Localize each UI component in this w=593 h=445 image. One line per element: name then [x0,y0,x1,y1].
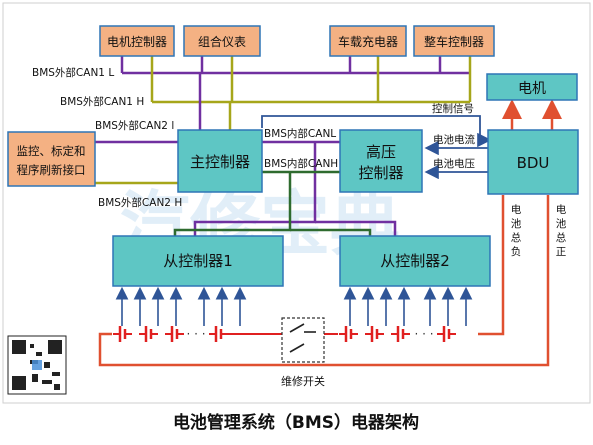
can1-l-label: BMS外部CAN1 L [32,66,114,79]
internal-canh-to-slave1 [173,172,292,236]
battery-current-label: 电池电流 [433,133,475,146]
maintenance-switch-label: 维修开关 [281,374,325,388]
internal-canh-label: BMS内部CANH [264,157,338,170]
onboard-charger-label: 车载充电器 [338,34,398,49]
onboard-charger-box [329,25,407,57]
control-signal-label: 控制信号 [432,102,474,115]
battery-cells: · · · · · · [113,286,473,342]
battery-negative-wire [478,195,505,336]
page-title: 电池管理系统（BMS）电器架构 [173,412,419,433]
instrument-cluster-label: 组合仪表 [198,34,246,49]
hv-controller-line2: 控制器 [358,164,403,182]
monitor-interface-line2: 程序刷新接口 [17,163,86,177]
control-signal-line [261,115,492,148]
can2-l-label: BMS外部CAN2 l [95,119,174,132]
motor-controller-box [99,25,175,57]
bdu-pos-char-3: 总 [556,231,567,244]
can1-h-label: BMS外部CAN1 H [60,95,144,108]
maintenance-switch-blade [289,323,305,333]
qr-code-image [7,335,67,395]
bdu-neg-char-1: 电 [511,203,522,216]
internal-canl-to-slave2 [315,220,397,236]
monitor-interface-line1: 监控、标定和 [17,144,86,158]
monitor-interface-box [7,131,96,187]
slave-controller-2-label: 从控制器2 [380,252,450,270]
motor-label: 电机 [518,81,546,97]
vehicle-controller-box [413,25,495,57]
maintenance-switch-blade-2 [289,343,305,353]
internal-canh-to-slave2 [290,228,372,236]
main-controller-label: 主控制器 [190,153,250,171]
slave-controller-1-box [112,235,284,287]
bdu-pos-char-2: 池 [556,217,567,230]
battery-positive-wire [98,195,550,367]
slave-controller-1-label: 从控制器1 [163,252,233,270]
bdu-neg-char-4: 负 [511,245,522,258]
vehicle-controller-label: 整车控制器 [424,34,484,49]
cell-ellipsis: · · · [186,327,205,341]
bdu-pos-char-4: 正 [556,246,567,258]
instrument-cluster-box [183,25,261,57]
bdu-box [487,129,579,195]
bdu-neg-char-2: 池 [511,217,522,230]
bdu-label: BDU [517,154,550,172]
motor-controller-label: 电机控制器 [107,35,167,49]
diagram-frame [2,2,591,404]
battery-voltage-label: 电池电压 [433,157,475,170]
hv-controller-line1: 高压 [366,143,396,161]
internal-canl-label: BMS内部CANL [264,127,336,140]
bdu-neg-char-3: 总 [511,231,522,244]
bdu-pos-char-1: 电 [556,203,567,216]
main-controller-box [177,129,263,193]
cell-ellipsis: · · · [414,327,433,341]
can2-h-label: BMS外部CAN2 H [98,196,182,209]
motor-box [486,73,578,101]
slave-controller-2-box [339,235,491,287]
hv-controller-box [339,129,423,193]
